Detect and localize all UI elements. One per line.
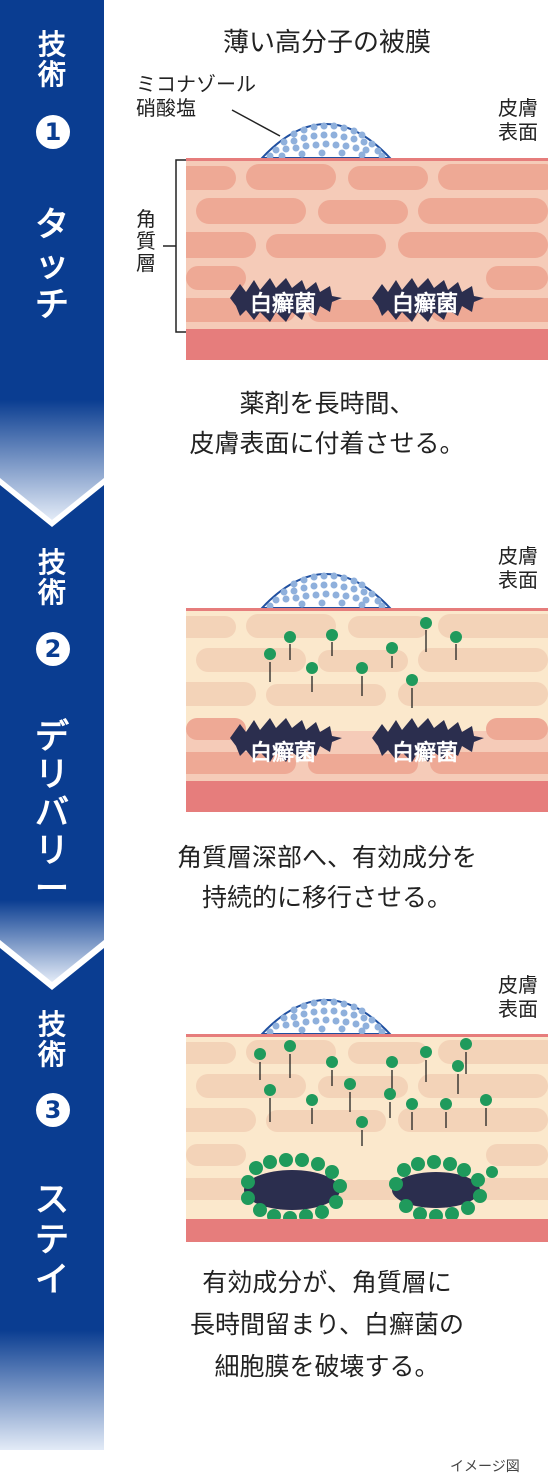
technique-3-number-badge: 3 xyxy=(36,1093,70,1127)
skin-surface-label-1: 皮膚 表面 xyxy=(498,96,538,144)
technique-sidebar: 技術 1 タッチ 技術 2 デリバリー 技術 3 ステイ xyxy=(0,0,104,1450)
fungus-label-left-2: 白癬菌 xyxy=(249,741,316,766)
fungus-left-shape-3 xyxy=(244,1170,340,1210)
fungus-left-shape-2 xyxy=(230,718,342,762)
fungus-left-shape xyxy=(230,278,342,322)
panel-2-skin-diagram xyxy=(186,572,548,812)
technique-1-number-badge: 1 xyxy=(36,115,70,149)
drug-label: ミコナゾール 硝酸塩 xyxy=(136,72,256,120)
fungus-label-left: 白癬菌 xyxy=(249,292,316,317)
technique-2-name: デリバリー xyxy=(35,717,69,909)
panel-1-skin-diagram xyxy=(186,122,548,360)
sidebar-background xyxy=(0,0,104,1450)
skin-surface-label-2: 皮膚 表面 xyxy=(498,544,538,592)
technique-3-label: 技術 xyxy=(37,1008,66,1071)
panel-1-caption: 薬剤を長時間、 皮膚表面に付着させる。 xyxy=(189,389,465,458)
fungus-right-shape-2 xyxy=(372,718,484,762)
technique-2-number-badge: 2 xyxy=(36,632,70,666)
fungus-label-right: 白癬菌 xyxy=(391,292,458,317)
panel-1-title: 薄い高分子の被膜 xyxy=(222,28,431,58)
panel-3-skin-diagram xyxy=(186,998,548,1242)
technique-2-label: 技術 xyxy=(37,546,66,609)
skin-surface-label-3: 皮膚 表面 xyxy=(498,973,538,1021)
panel-3-caption: 有効成分が、角質層に 長時間留まり、白癬菌の 細胞膜を破壊する。 xyxy=(189,1268,464,1381)
technique-1-name: タッチ xyxy=(35,205,69,325)
technique-1-label: 技術 xyxy=(37,28,66,91)
fungus-right-shape-3 xyxy=(392,1172,480,1208)
stratum-corneum-label: 角 質 層 xyxy=(136,207,156,275)
fungus-label-right-2: 白癬菌 xyxy=(391,741,458,766)
technique-3-name: ステイ xyxy=(35,1180,69,1300)
image-footnote: イメージ図 xyxy=(450,1459,520,1475)
panel-2-caption: 角質層深部へ、有効成分を 持続的に移行させる。 xyxy=(176,843,477,912)
fungus-right-shape xyxy=(372,278,484,322)
